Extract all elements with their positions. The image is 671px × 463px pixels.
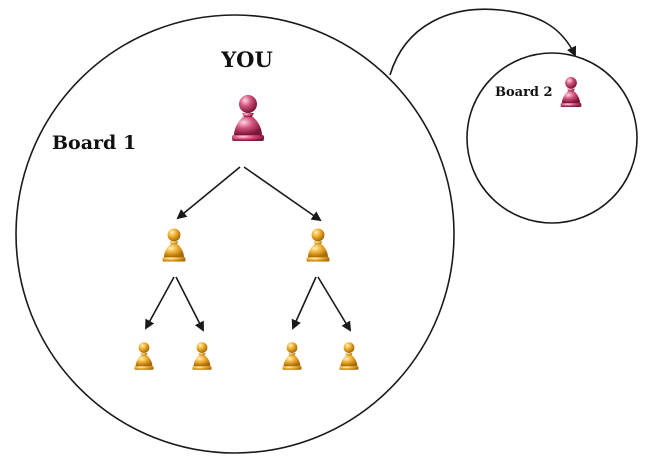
pawn-gold-icon — [162, 228, 186, 262]
pawn-gold-icon — [192, 342, 212, 370]
arrow-left-right — [175, 276, 204, 332]
you-label: YOU — [220, 47, 273, 72]
pawn-gold-icon — [134, 342, 154, 370]
transfer-arrow — [389, 8, 577, 76]
pawn-gold-icon — [306, 228, 330, 262]
arrow-right-left — [291, 276, 317, 330]
pawn-pink-icon — [560, 77, 582, 107]
arrow-root-right — [243, 166, 322, 222]
board2-circle — [466, 52, 638, 224]
arrow-right-right — [317, 276, 352, 332]
arrow-left-left — [145, 276, 175, 330]
board1-circle — [15, 14, 455, 454]
pawn-pink-icon — [232, 95, 264, 141]
arrow-root-left — [176, 166, 241, 220]
pawn-gold-icon — [339, 342, 359, 370]
pawn-gold-icon — [282, 342, 302, 370]
board2-label: Board 2 — [495, 85, 553, 100]
board1-label: Board 1 — [52, 132, 136, 154]
